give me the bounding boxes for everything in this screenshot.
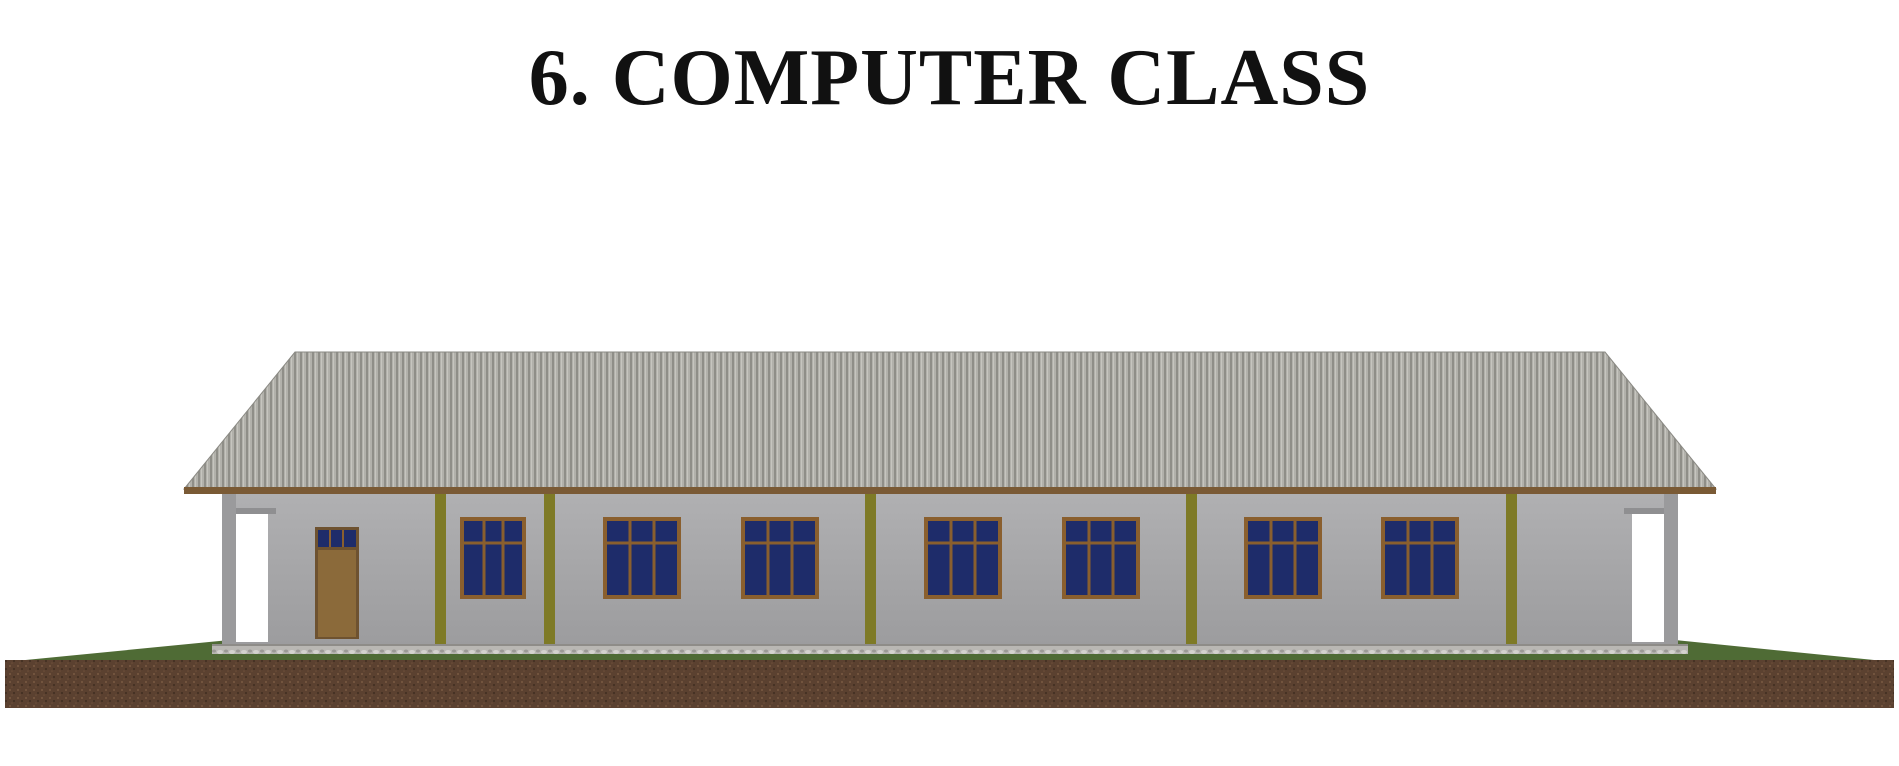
windows — [460, 517, 1459, 599]
foundation — [212, 644, 1688, 654]
pillars — [435, 494, 1517, 644]
door — [315, 527, 359, 639]
page-title: 6. COMPUTER CLASS — [528, 34, 1371, 122]
roof — [182, 351, 1718, 494]
